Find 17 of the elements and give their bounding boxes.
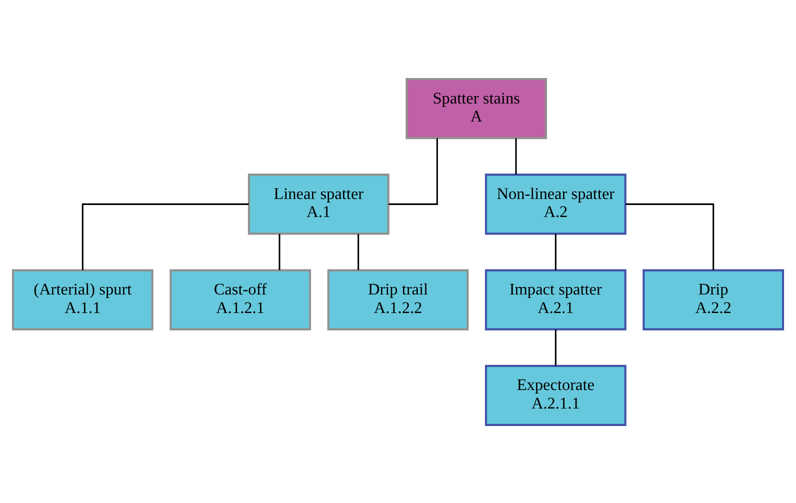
connector xyxy=(358,233,360,270)
node-box: Impact spatter A.2.1 xyxy=(484,268,626,330)
node-box: (Arterial) spurt A.1.1 xyxy=(12,268,154,330)
connector xyxy=(388,138,438,204)
connector xyxy=(554,329,556,366)
node-box: Drip A.2.2 xyxy=(642,268,784,330)
node-box: Spatter stains A xyxy=(406,78,548,139)
connector xyxy=(82,202,249,270)
node-box: Linear spatter A.1 xyxy=(248,173,390,234)
node-box: Expectorate A.2.1.1 xyxy=(484,364,626,426)
connector xyxy=(626,202,714,270)
connector xyxy=(515,138,517,174)
node-box: Non-linear spatter A.2 xyxy=(484,173,626,234)
connector xyxy=(554,233,556,270)
connector xyxy=(278,233,280,270)
node-box: Drip trail A.1.2.2 xyxy=(327,268,469,330)
node-box: Cast-off A.1.2.1 xyxy=(170,268,312,330)
